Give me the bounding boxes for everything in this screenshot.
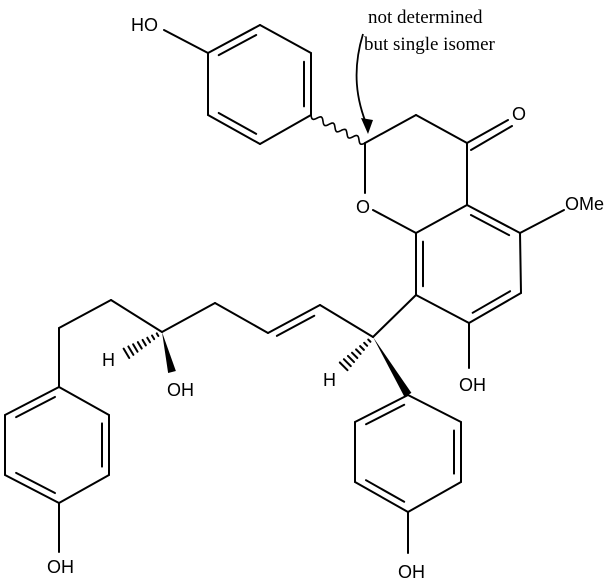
wavy-bond [310,114,366,145]
ring-b-bond [519,232,522,294]
bond [161,302,216,333]
hashed-bond-h [346,354,356,364]
ring-b-bond [415,204,468,234]
hashed-bond-h [146,336,152,344]
hashed-bond-h [342,358,352,368]
double-bond-inner [365,403,406,426]
ring-e-bond [58,474,110,504]
ring-b-bond [466,204,521,234]
hashed-bond-h [350,351,359,360]
double-bond-inner [217,111,258,135]
bond-oh-top [163,29,209,54]
bond [415,114,468,144]
hashed-bond-h [151,334,156,341]
annotation-line-1: not determined [368,7,483,28]
double-bond-inner [15,471,56,495]
ring-a-bond [207,24,261,54]
hashed-bond-h [363,341,369,347]
label-h-benzylic: H [323,370,336,390]
ring-e-bond [4,386,60,416]
ring-d-bond [407,481,462,513]
annotation-line-2: but single isomer [364,34,496,55]
hashed-bond-h [132,343,139,353]
double-bond-inner [471,290,512,314]
hashed-bond-h [155,332,160,338]
ring-b-bond [468,292,522,324]
bond [372,294,417,338]
atom-labels: HO O O OMe OH H OH H OH OH [47,15,604,582]
wedge-bond-aryl [373,337,412,398]
hashed-bond-h [359,345,365,351]
double-bond-inner [15,395,56,419]
alkene-bond [267,304,321,334]
ring-b-bond [415,294,470,324]
ring-e-bond [58,386,110,416]
label-oh-c7: OH [459,375,486,395]
ring-d-bond [354,481,409,513]
bond [319,304,374,338]
ring-a-bond [259,114,312,145]
stereo-annotation: not determined but single isomer [355,7,496,134]
hashed-bond-h [141,338,147,347]
label-carbonyl-o: O [512,104,526,124]
double-bond-inner [217,34,258,57]
carbonyl-bond [466,119,509,144]
bond-ome [519,209,565,234]
label-oh-carbinol: OH [167,380,194,400]
label-oh-ring-d: OH [398,562,425,582]
label-h-carbinol: H [102,350,115,370]
bonds [4,24,565,554]
hashed-bond-h [338,361,349,372]
label-ho-top: HO [131,15,158,35]
carbonyl-bond-2 [470,125,513,151]
double-bond-inner [365,479,406,503]
bond [214,302,269,334]
wedge-bond-oh [162,332,176,373]
arrow-head-icon [361,118,373,134]
hashed-bond-h [367,338,372,343]
label-oh-ring-e: OH [47,557,74,577]
hashed-bond-h [122,347,131,360]
ring-a-bond [207,114,261,145]
label-ring-o: O [356,197,370,217]
bond [372,209,417,234]
ring-a-bond [259,24,312,54]
ring-e-bond [4,474,60,504]
double-bond-inner [275,314,316,337]
hashed-bond-h [355,348,362,355]
ring-d-bond [407,394,462,423]
hashed-bond-h [127,345,135,356]
double-bond-inner [469,214,511,237]
label-ome: OMe [565,194,604,214]
bond [364,114,417,144]
ring-d-bond [354,394,409,423]
bond [58,299,112,329]
hashed-bond-h [136,341,143,350]
bond [110,299,163,333]
